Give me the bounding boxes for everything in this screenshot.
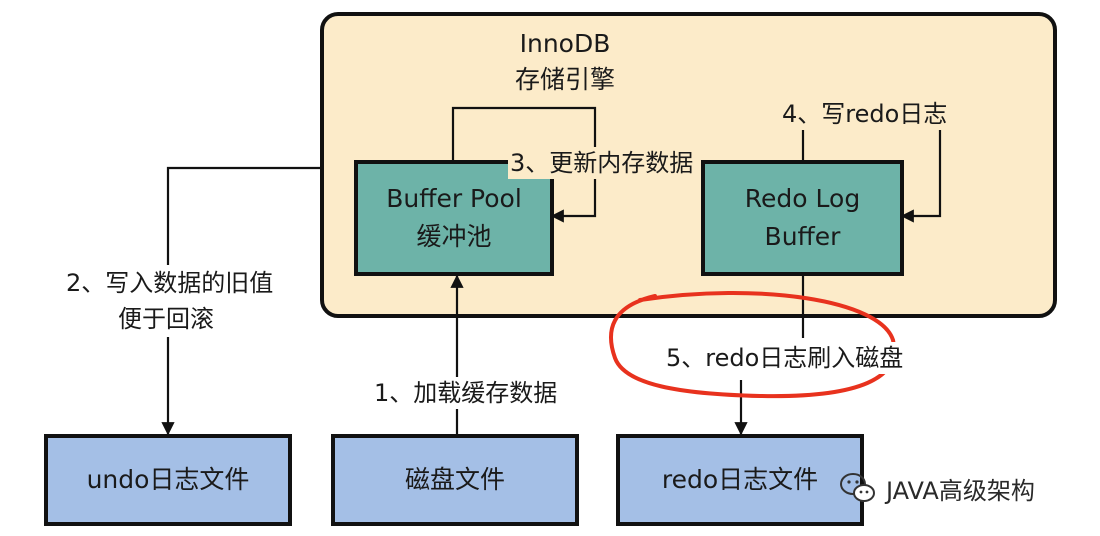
step2-label-line1: 2、写入数据的旧值 [66,269,274,297]
watermark: JAVA高级架构 [838,470,1035,506]
redo-file-box [616,434,864,526]
redo-log-buffer-label: Redo Log Buffer [744,184,861,251]
engine-title: InnoDB 存储引擎 [480,26,650,98]
disk-file-label: 磁盘文件 [404,465,505,494]
undo-file-label: undo日志文件 [86,465,250,494]
highlight-circle [609,291,897,399]
engine-title-line2: 存储引擎 [514,65,615,94]
arrow-write-undo [161,166,322,436]
disk-file-box [331,434,579,526]
engine-title-line1: InnoDB [519,29,611,58]
step2-label: 2、写入数据的旧值 便于回滚 [66,265,274,337]
watermark-text: JAVA高级架构 [886,476,1035,505]
arrow-update-memory [451,106,597,223]
undo-file-box [44,434,292,526]
step4-label: 4、写redo日志 [780,98,950,130]
redo-log-buffer-box [701,160,904,276]
arrow-write-redo [900,130,942,223]
wechat-icon [840,473,875,502]
buffer-pool-label: Buffer Pool 缓冲池 [386,184,522,251]
step1-label: 1、加载缓存数据 [372,377,560,409]
step5-label: 5、redo日志刷入磁盘 [664,342,906,374]
step3-label: 3、更新内存数据 [508,147,696,179]
redo-file-label: redo日志文件 [661,465,819,494]
step2-label-line2: 便于回滚 [118,305,214,333]
buffer-pool-box [354,160,554,276]
